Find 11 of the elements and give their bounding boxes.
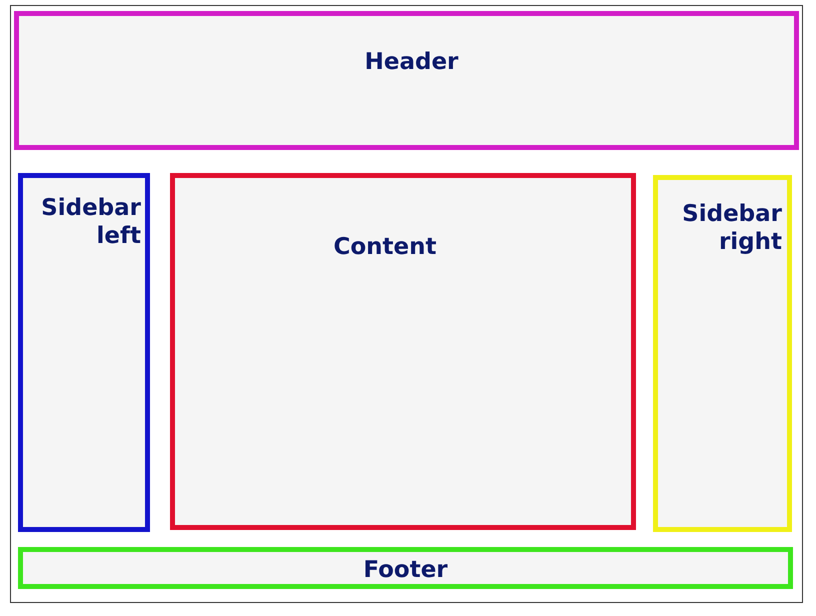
content-region (170, 173, 636, 530)
header-region (14, 11, 799, 150)
sidebar-region (653, 175, 792, 532)
region-label: Header (364, 48, 460, 76)
sidebar-region (18, 173, 150, 532)
region-label: Footer (362, 556, 449, 584)
region-label: Content (332, 233, 438, 261)
region-label: Sidebar left (40, 194, 141, 250)
region-label: Sidebar right (681, 200, 782, 256)
page-frame (10, 5, 803, 603)
footer-region (18, 547, 793, 589)
